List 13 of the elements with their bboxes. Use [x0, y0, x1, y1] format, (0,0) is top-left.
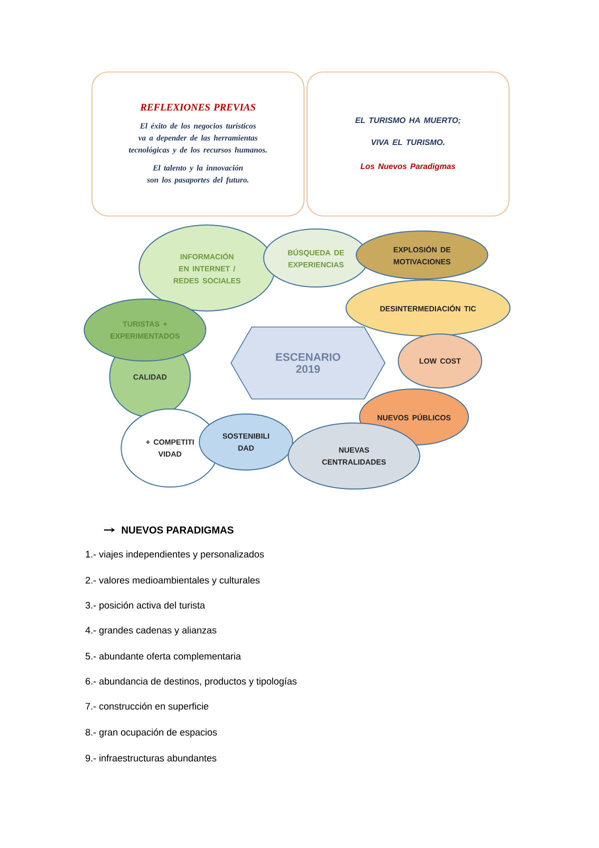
list-item: 5.- abundante oferta complementaria — [86, 652, 241, 662]
list-item: 7.- construcción en superficie — [86, 702, 208, 712]
list-item: 3.- posición activa del turista — [86, 602, 206, 610]
list-item: 8.- gran ocupación de espacios — [86, 728, 217, 738]
text-card: EL TURISMO HA MUERTO; VIVA EL TURISMO. Los Nuevos Paradigmas — [306, 72, 510, 216]
list-item: 1.- viajes independientes y personalizados — [86, 550, 264, 560]
list-item: 9.- infraestructuras abundantes — [86, 754, 216, 762]
text-card: REFLEXIONES PREVIAS El éxito de los negocios turísticos va a depender de las herramientas tecnológicas y de los recursos humanos. El talento y la innovación son los pasaportes del futuro. — [92, 72, 304, 216]
list-item: 4.- grandes cadenas y alianzas — [85, 626, 216, 636]
list-item: 6.- abundancia de destinos, productos y tipologías — [86, 678, 297, 686]
scenario-hexagon: ESCENARIO 2019 — [230, 326, 386, 400]
section-heading: NUEVOS PARADIGMAS — [122, 526, 234, 534]
list-item: 2.- valores medioambientales y culturales — [86, 576, 260, 586]
